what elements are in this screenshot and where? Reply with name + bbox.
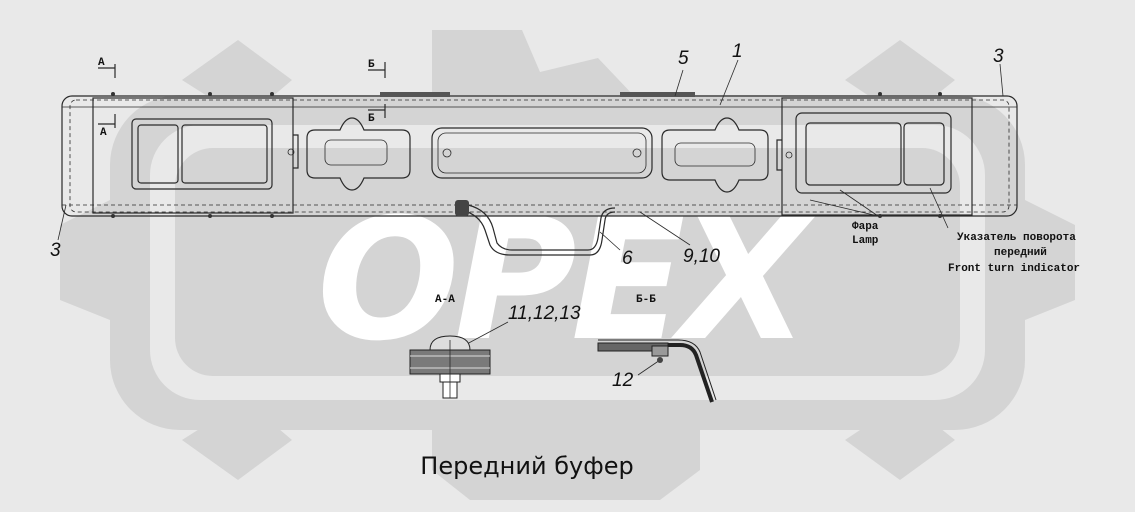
section-label-a-top: A xyxy=(98,57,105,69)
bumper-outline xyxy=(61,95,1018,217)
callout-leaders xyxy=(57,59,1004,376)
diagram-caption: Передний буфер xyxy=(420,452,633,480)
section-view-b-b xyxy=(597,339,717,403)
view-label-a-a: А-А xyxy=(435,294,455,306)
bumper-inner-outline xyxy=(69,99,1010,213)
callout-1: 1 xyxy=(732,41,743,62)
section-label-b-bottom: Б xyxy=(368,113,375,125)
edge-bolts xyxy=(111,92,942,218)
right-recess xyxy=(661,117,769,193)
callout-3-left: 3 xyxy=(50,240,61,261)
section-label-a-bottom: A xyxy=(100,127,107,139)
left-bracket xyxy=(92,97,299,214)
bumper-top-rib-left xyxy=(380,92,450,97)
callout-11-12-13: 11,12,13 xyxy=(508,303,581,324)
license-plate-mount xyxy=(431,127,653,179)
bumper-body xyxy=(61,92,1018,217)
callout-5: 5 xyxy=(678,48,689,69)
callout-12: 12 xyxy=(612,370,634,391)
bumper-top-rib-right xyxy=(620,92,695,97)
label-turn-ru-2: передний xyxy=(994,247,1047,259)
pipe-clamp xyxy=(455,200,469,216)
right-headlamp xyxy=(795,112,952,194)
section-marker-b: Б Б xyxy=(368,59,386,125)
watermark: OPEX xyxy=(60,30,1075,500)
label-turn-ru-1: Указатель поворота xyxy=(957,232,1076,244)
section-view-a-a xyxy=(409,335,491,399)
callout-6: 6 xyxy=(622,248,633,269)
label-lamp-ru: Фара xyxy=(852,221,879,233)
callout-9-10: 9,10 xyxy=(683,246,720,267)
left-recess xyxy=(306,117,411,191)
label-lamp-en: Lamp xyxy=(852,235,879,247)
view-label-b-b: Б-Б xyxy=(636,294,656,306)
tow-pipe xyxy=(455,200,616,256)
callout-3-right: 3 xyxy=(993,46,1004,67)
section-marker-a: A A xyxy=(98,57,116,139)
left-headlamp xyxy=(131,118,273,190)
label-turn-en: Front turn indicator xyxy=(948,263,1080,275)
section-label-b-top: Б xyxy=(368,59,375,71)
watermark-text: OPEX xyxy=(317,182,817,378)
